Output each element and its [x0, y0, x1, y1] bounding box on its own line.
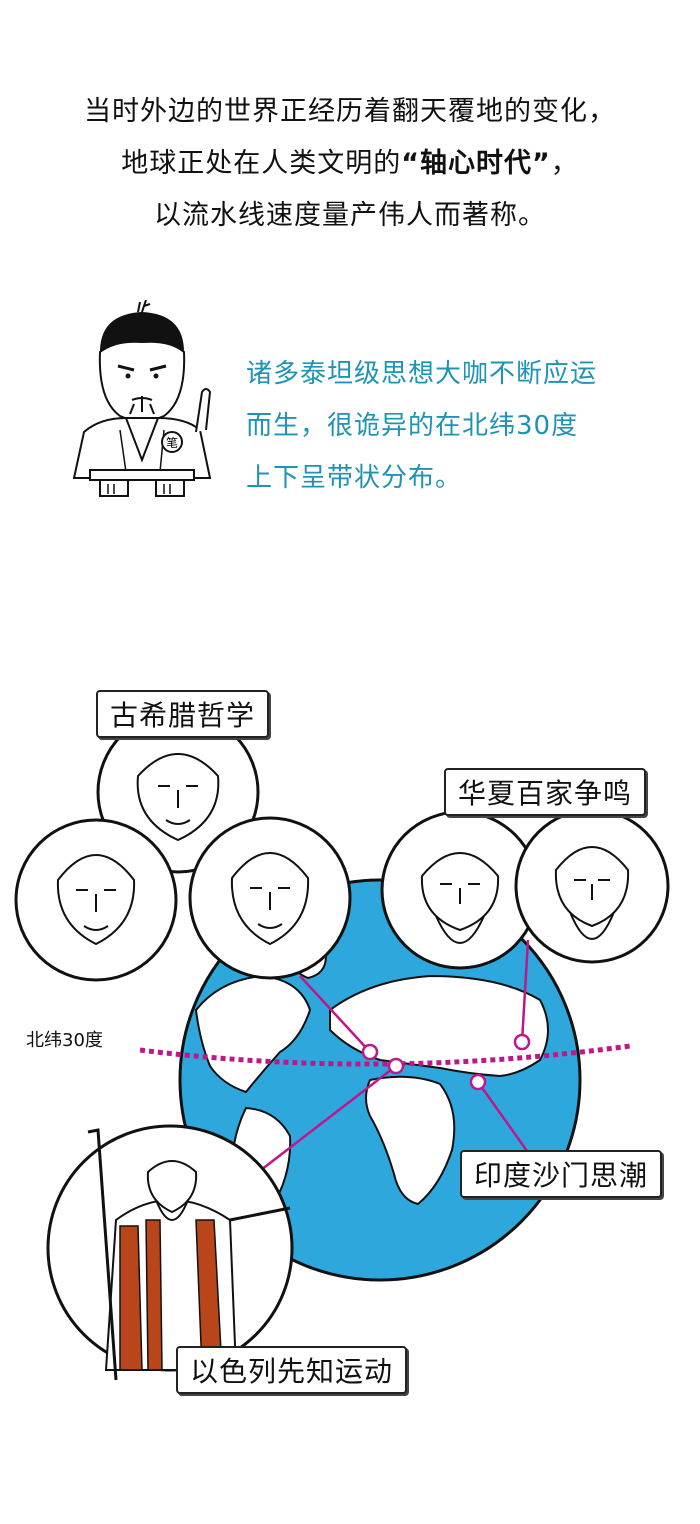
label-greek-philosophy: 古希腊哲学	[96, 690, 270, 738]
label-indian-sramana: 印度沙门思潮	[460, 1150, 663, 1198]
latitude-label: 北纬30度	[26, 1030, 103, 1051]
india-marker	[469, 1073, 487, 1091]
speech-line-2: 而生，很诡异的在北纬30度	[246, 411, 579, 441]
speech-text: 诸多泰坦级思想大咖不断应运 而生，很诡异的在北纬30度 上下呈带状分布。	[246, 348, 666, 504]
intro-line-2-pre: 地球正处在人类文明的	[121, 148, 402, 179]
label-israel-prophets: 以色列先知运动	[176, 1346, 408, 1394]
connector-lines	[247, 939, 534, 1181]
china-marker	[513, 1033, 531, 1051]
intro-line-2-post: ，	[550, 148, 579, 179]
label-hundred-schools: 华夏百家争鸣	[444, 768, 647, 816]
intro-line-1: 当时外边的世界正经历着翻天覆地的变化，	[84, 96, 616, 127]
latitude-30-line	[139, 1043, 631, 1067]
mascot-badge: 笔	[166, 435, 178, 450]
intro-text: 当时外边的世界正经历着翻天覆地的变化， 地球正处在人类文明的“轴心时代”， 以流…	[0, 86, 700, 242]
intro-line-2: 地球正处在人类文明的“轴心时代”，	[0, 138, 700, 190]
intro-line-3: 以流水线速度量产伟人而著称。	[154, 200, 546, 231]
greece-marker	[361, 1043, 379, 1061]
speech-line-1: 诸多泰坦级思想大咖不断应运	[246, 359, 598, 389]
portrait-greek-3	[188, 816, 352, 980]
axial-age-map: 北纬30度 古希腊哲学 华夏百家争鸣 印度沙门思潮 以色列先知运动	[0, 680, 700, 1420]
portrait-greek-2	[14, 818, 178, 982]
speech-line-3: 上下呈带状分布。	[246, 463, 463, 493]
mascot-illustration: 笔	[72, 300, 212, 497]
portrait-israel	[46, 1124, 294, 1381]
portrait-china-2	[514, 808, 670, 964]
location-markers	[361, 1033, 531, 1091]
axial-age-term: “轴心时代”	[401, 148, 551, 179]
portrait-china-1	[380, 810, 540, 970]
israel-marker	[387, 1057, 405, 1075]
